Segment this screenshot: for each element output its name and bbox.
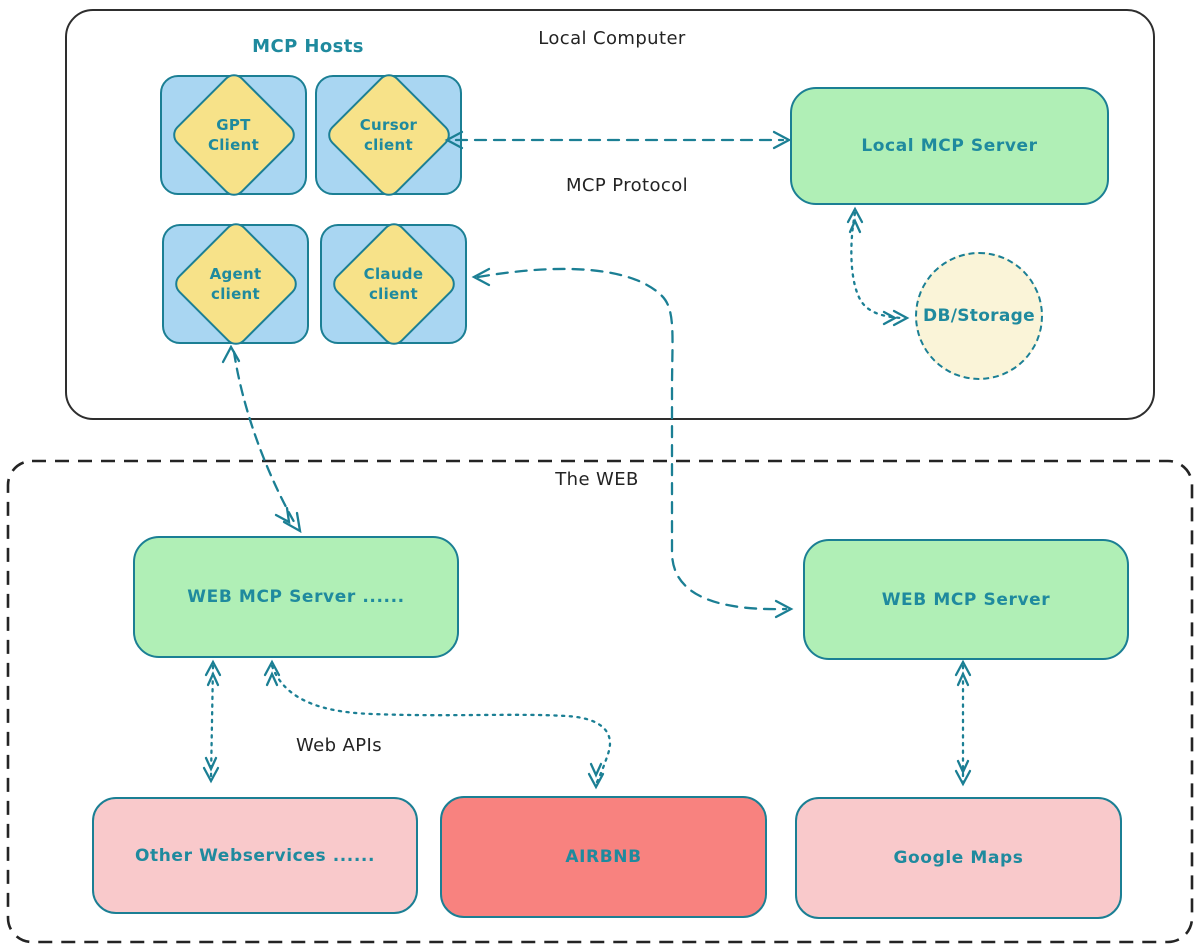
airbnb-label: AIRBNB [565, 847, 642, 867]
agent-client-label: Agent client [209, 264, 262, 303]
local-mcp-server-box: Local MCP Server [790, 87, 1109, 205]
mcp-hosts-label: MCP Hosts [252, 36, 364, 57]
db-storage-label: DB/Storage [923, 306, 1035, 326]
arrow-web-mcp-right-google-maps [954, 659, 972, 787]
web-apis-label: Web APIs [295, 735, 383, 756]
claude-client-label: Claude client [363, 264, 424, 303]
google-maps-label: Google Maps [893, 848, 1024, 868]
client-box-gpt: GPT Client [160, 69, 307, 201]
arrow-web-mcp-left-other-webservices [202, 659, 222, 784]
other-webservices-label: Other Webservices ...... [134, 845, 376, 866]
local-mcp-server-label: Local MCP Server [861, 136, 1038, 156]
web-mcp-server-right-label: WEB MCP Server [881, 589, 1051, 610]
airbnb-box: AIRBNB [440, 796, 767, 918]
web-mcp-server-left-label: WEB MCP Server ...... [187, 587, 405, 607]
gpt-client-label: GPT Client [207, 115, 260, 154]
google-maps-box: Google Maps [795, 797, 1122, 919]
client-box-claude: Claude client [320, 218, 467, 350]
mcp-protocol-label: MCP Protocol [565, 175, 689, 196]
other-webservices-box: Other Webservices ...... [92, 797, 418, 914]
web-mcp-server-left-box: WEB MCP Server ...... [133, 536, 459, 658]
cursor-client-label: Cursor client [359, 115, 418, 154]
db-storage-circle: DB/Storage [915, 252, 1043, 380]
client-box-agent: Agent client [162, 218, 309, 350]
web-mcp-server-right-box: WEB MCP Server [803, 539, 1129, 660]
local-computer-title: Local Computer [538, 28, 686, 49]
the-web-title: The WEB [555, 469, 639, 490]
client-box-cursor: Cursor client [315, 69, 462, 201]
arrow-web-mcp-left-airbnb [263, 659, 612, 790]
